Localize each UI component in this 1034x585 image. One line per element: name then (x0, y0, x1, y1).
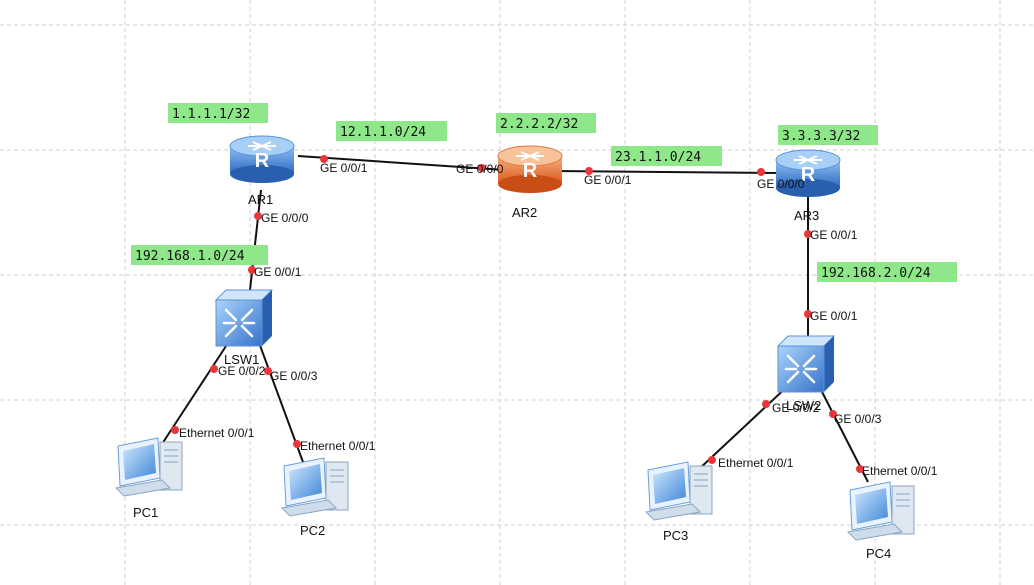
pc-pc3[interactable] (645, 461, 713, 521)
port-labels: GE 0/0/1 GE 0/0/0 GE 0/0/1 GE 0/0/0 GE 0… (179, 161, 938, 478)
device-label-pc2: PC2 (300, 523, 325, 538)
router-icon (497, 145, 563, 194)
device-label-ar3: AR3 (794, 208, 819, 223)
pc-icon (847, 481, 915, 541)
pc-pc2[interactable] (281, 457, 349, 517)
port-label: GE 0/0/1 (584, 173, 632, 187)
label-net-12: 12.1.1.0/24 (340, 125, 426, 140)
link-lsw2-pc3[interactable] (697, 383, 791, 471)
device-label-ar2: AR2 (512, 205, 537, 220)
port-label: GE 0/0/1 (254, 265, 302, 279)
pc-icon (115, 437, 183, 497)
port-dot[interactable] (293, 440, 301, 448)
port-dot[interactable] (254, 212, 262, 220)
label-ar1-loopback: 1.1.1.1/32 (172, 107, 250, 122)
switch-lsw1[interactable] (214, 288, 274, 348)
port-dot[interactable] (478, 164, 486, 172)
port-label: GE 0/0/2 (772, 401, 820, 415)
port-dot[interactable] (248, 266, 256, 274)
port-dot[interactable] (210, 365, 218, 373)
port-label: GE 0/0/0 (261, 211, 309, 225)
port-dot[interactable] (320, 155, 328, 163)
link-ar1-ar2[interactable] (297, 155, 506, 171)
pc-icon (281, 457, 349, 517)
port-dot[interactable] (585, 167, 593, 175)
label-ar3-loopback: 3.3.3.3/32 (782, 129, 860, 144)
port-dot[interactable] (264, 367, 272, 375)
port-label: Ethernet 0/0/1 (718, 456, 794, 470)
port-dot[interactable] (762, 400, 770, 408)
port-dot[interactable] (804, 310, 812, 318)
router-ar2[interactable] (497, 145, 563, 194)
device-label-pc1: PC1 (133, 505, 158, 520)
switch-icon (214, 288, 274, 348)
port-label: GE 0/0/2 (218, 364, 266, 378)
port-label: GE 0/0/1 (810, 228, 858, 242)
port-dot[interactable] (829, 410, 837, 418)
port-label: GE 0/0/3 (834, 412, 882, 426)
pc-pc4[interactable] (847, 481, 915, 541)
switch-icon (776, 334, 836, 394)
router-icon (229, 135, 295, 184)
device-label-ar1: AR1 (248, 192, 273, 207)
device-label-lsw2: LSW2 (786, 398, 821, 413)
port-label: GE 0/0/3 (270, 369, 318, 383)
network-labels: 1.1.1.1/32 12.1.1.0/24 2.2.2.2/32 23.1.1… (131, 103, 957, 282)
port-label: Ethernet 0/0/1 (300, 439, 376, 453)
device-label-pc3: PC3 (663, 528, 688, 543)
port-label: GE 0/0/1 (810, 309, 858, 323)
port-label: GE 0/0/0 (757, 177, 805, 191)
switch-lsw2[interactable] (776, 334, 836, 394)
port-dot[interactable] (856, 465, 864, 473)
label-net-lan1: 192.168.1.0/24 (135, 249, 245, 264)
port-dot[interactable] (804, 230, 812, 238)
port-dot[interactable] (708, 456, 716, 464)
port-label: GE 0/0/0 (456, 162, 504, 176)
device-label-pc4: PC4 (866, 546, 891, 561)
port-dot[interactable] (171, 426, 179, 434)
label-net-lan2: 192.168.2.0/24 (821, 266, 931, 281)
port-label: Ethernet 0/0/1 (862, 464, 938, 478)
port-label: Ethernet 0/0/1 (179, 426, 255, 440)
pc-pc1[interactable] (115, 437, 183, 497)
port-label: GE 0/0/1 (320, 161, 368, 175)
port-dot[interactable] (757, 168, 765, 176)
router-ar1[interactable] (229, 135, 295, 184)
label-net-23: 23.1.1.0/24 (615, 150, 701, 165)
port-dots (171, 155, 864, 473)
label-ar2-loopback: 2.2.2.2/32 (500, 117, 578, 132)
device-label-lsw1: LSW1 (224, 352, 259, 367)
pc-icon (645, 461, 713, 521)
